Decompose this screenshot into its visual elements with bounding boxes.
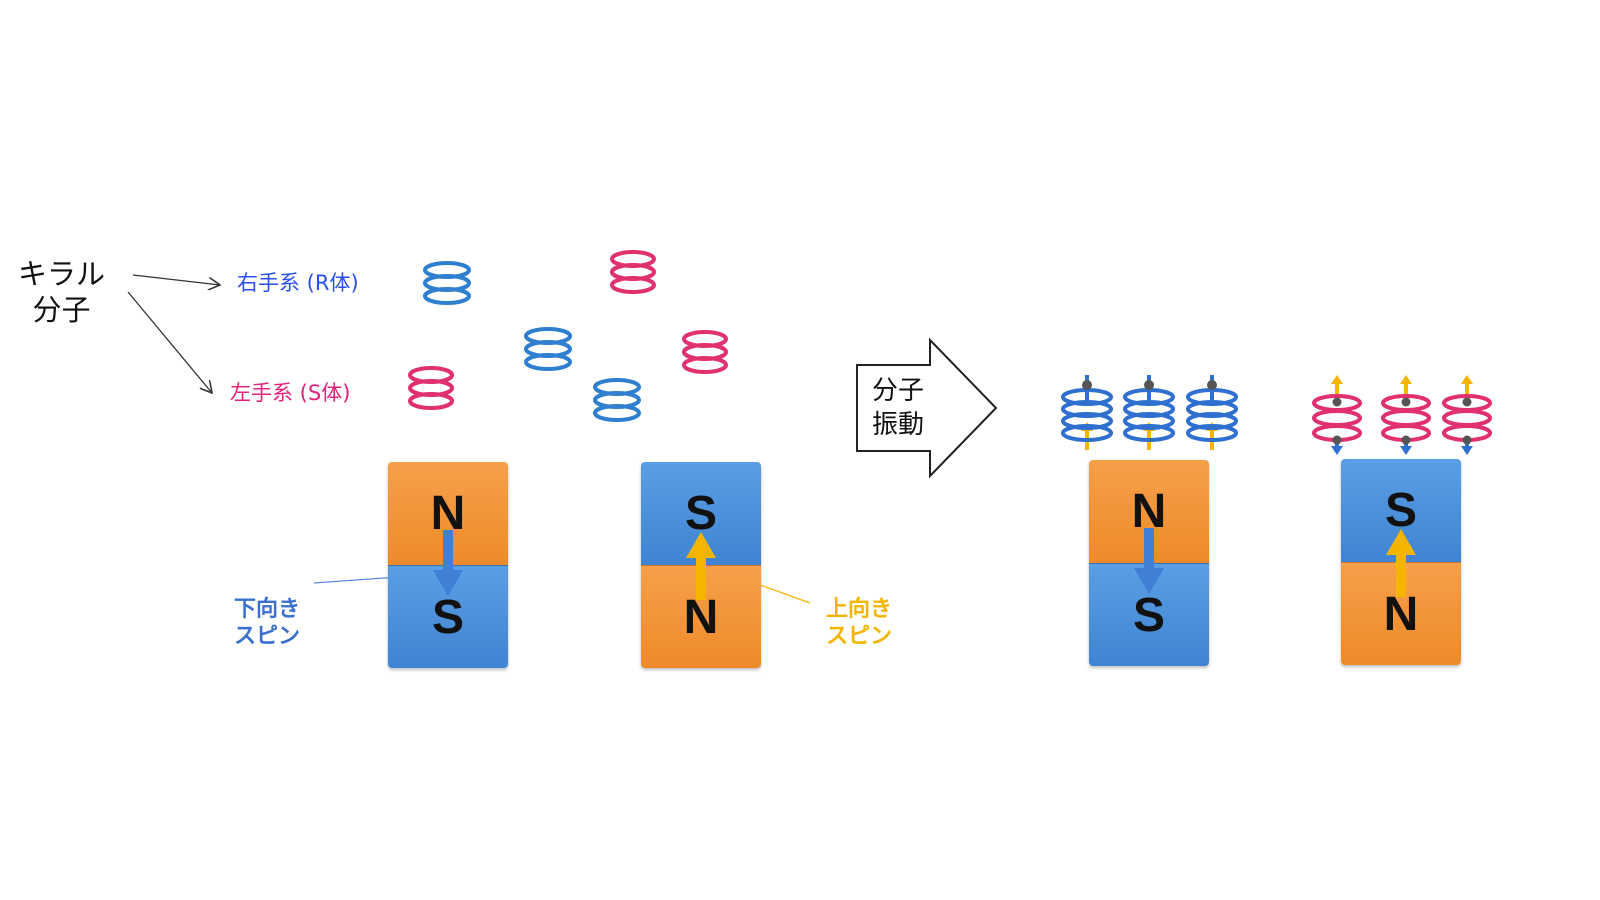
chiral-line1: キラル	[18, 257, 106, 291]
arrow-to-s	[127, 291, 212, 393]
magnet-pole-bottom: S	[1089, 563, 1209, 666]
vibration-line1: 分子	[872, 376, 925, 406]
spin-up-line1: 上向き	[826, 597, 893, 622]
r-helix-vibrating-icon	[1123, 388, 1175, 442]
spin-up-arrow-icon	[1386, 529, 1416, 597]
spin-down-label: 下向き スピン	[234, 596, 300, 650]
magnet-s-n: S N	[1341, 459, 1461, 665]
r-helix-icon	[593, 378, 641, 422]
s-helix-icon	[610, 250, 656, 294]
spin-down-arrow-icon	[433, 530, 463, 596]
spin-down-line2: スピン	[234, 624, 301, 649]
spin-up-label: 上向き スピン	[826, 596, 892, 650]
s-helix-icon	[682, 330, 728, 374]
vibration-label: 分子 振動	[872, 374, 924, 442]
magnet-pole-top: N	[388, 462, 508, 565]
spin-up-line2: スピン	[826, 624, 893, 649]
arrow-to-r	[132, 274, 220, 285]
magnet-s-n: S N	[641, 462, 761, 668]
spin-up-arrow-icon	[686, 532, 716, 600]
chiral-molecule-label: キラル 分子	[18, 256, 105, 328]
right-handed-label: 右手系 (R体)	[237, 271, 359, 295]
magnet-n-s: N S	[1089, 460, 1209, 666]
r-helix-icon	[524, 327, 572, 371]
spin-down-arrow-icon	[1134, 528, 1164, 594]
spin-down-line1: 下向き	[234, 597, 301, 622]
magnet-n-s: N S	[388, 462, 508, 668]
s-helix-icon	[408, 366, 454, 410]
vibration-arrow	[856, 337, 998, 479]
r-helix-icon	[423, 261, 471, 305]
s-helix-vibrating-icon	[1381, 394, 1431, 442]
vibration-line2: 振動	[872, 410, 925, 440]
left-handed-label: 左手系 (S体)	[230, 381, 351, 405]
chiral-line2: 分子	[32, 293, 91, 327]
